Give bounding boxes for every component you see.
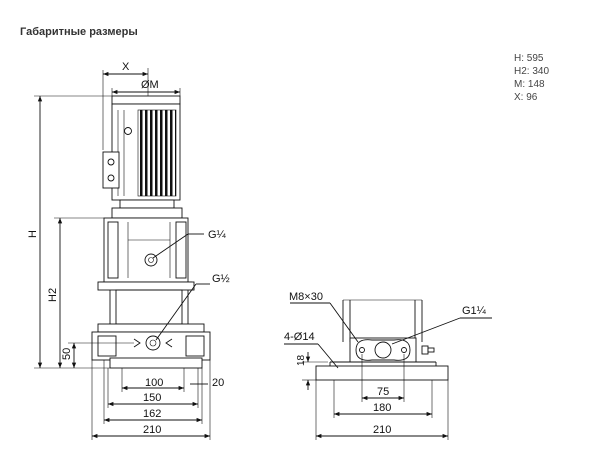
port-g114-label: G1¼ — [462, 305, 487, 317]
base-foot — [109, 357, 203, 369]
motor-top-cap — [111, 95, 181, 105]
dim-20-label: 20 — [212, 377, 224, 389]
motor-stool-top — [111, 207, 183, 219]
bolt-label: M8×30 — [289, 291, 323, 303]
spec-h2: H2: 340 — [514, 66, 550, 77]
base-top — [97, 323, 205, 333]
base-plate — [315, 365, 449, 381]
terminal-box — [102, 151, 120, 189]
holes-label: 4-Ø14 — [284, 331, 315, 343]
motor-screw — [124, 127, 132, 135]
spec-h: H: 595 — [514, 53, 544, 64]
dim-m-label: ØM — [141, 79, 159, 91]
pump-sleeve — [115, 289, 183, 325]
motor-flange — [119, 199, 175, 209]
dim-h2-label: H2 — [47, 288, 59, 302]
motor-stool — [103, 217, 189, 283]
port-g12-label: G½ — [212, 273, 230, 285]
dim-210-base-label: 210 — [373, 424, 391, 436]
dim-x-label: X — [122, 61, 130, 73]
dim-210-label: 210 — [143, 424, 161, 436]
front-view: X ØM H H2 50 G¼ G½ 100 20 — [27, 61, 230, 440]
dim-50-label: 50 — [61, 348, 73, 360]
page-title: Габаритные размеры — [20, 26, 138, 38]
dim-75-label: 75 — [377, 386, 389, 398]
port-g14-label: G¼ — [208, 229, 227, 241]
base-view: M8×30 G1¼ 4-Ø14 18 75 180 210 — [284, 291, 492, 440]
dim-h-label: H — [27, 230, 39, 238]
dim-18-label: 18 — [296, 354, 307, 366]
spec-list: H: 595 H2: 340 M: 148 X: 96 — [514, 52, 549, 104]
dim-100-label: 100 — [145, 377, 163, 389]
spec-x: X: 96 — [514, 92, 538, 103]
priming-plug — [144, 253, 158, 267]
pump-head — [97, 281, 195, 291]
motor-cooling-fins — [137, 109, 177, 197]
dim-150-label: 150 — [143, 392, 161, 404]
spec-m: M: 148 — [514, 79, 545, 90]
dim-162-label: 162 — [143, 408, 161, 420]
dim-180-label: 180 — [373, 402, 391, 414]
outlet-port — [374, 341, 392, 359]
